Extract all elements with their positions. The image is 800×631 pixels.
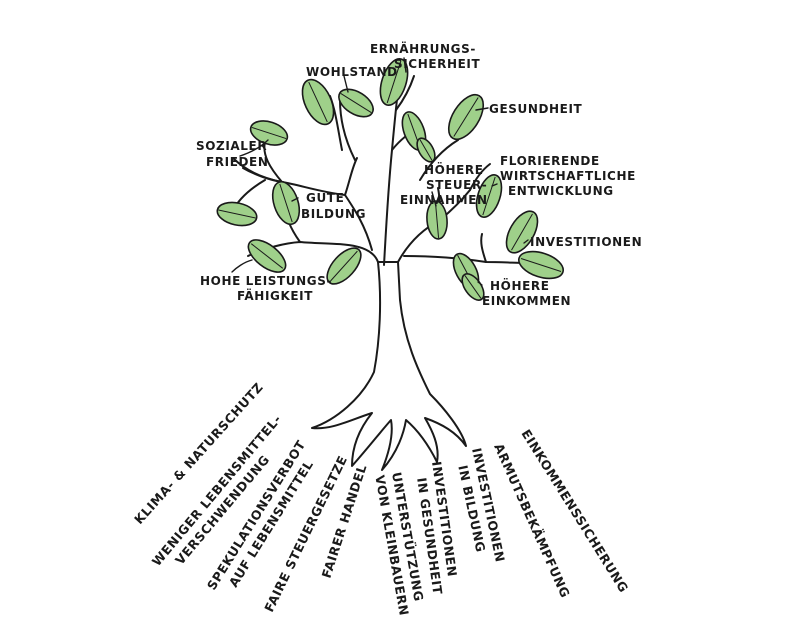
label-gute-bildung-1: GUTE <box>306 191 344 205</box>
leaf <box>505 210 539 254</box>
label-leistungsfaehigkeit-2: FÄHIGKEIT <box>237 288 313 303</box>
leaf <box>216 201 258 227</box>
label-steuereinnahmen-3: EINNAHMEN <box>400 193 488 207</box>
leaf <box>326 247 362 285</box>
branch-labels: ERNÄHRUNGS- SICHERHEIT WOHLSTAND GESUNDH… <box>196 41 642 308</box>
leaf <box>249 120 289 146</box>
label-sozialer-frieden-2: FRIEDEN <box>206 155 269 169</box>
label-hoehere-einkommen-1: HÖHERE <box>490 278 550 293</box>
label-wirtschaft-1: FLORIERENDE <box>500 154 600 168</box>
label-hoehere-einkommen-2: EINKOMMEN <box>482 294 571 308</box>
leaf <box>271 180 301 226</box>
label-ernaehrungssicherheit-1: ERNÄHRUNGS- <box>370 41 476 56</box>
root-label-armut: ARMUTSBEKÄMPFUNG <box>491 441 573 600</box>
leaf <box>416 137 436 163</box>
label-ernaehrungssicherheit-2: SICHERHEIT <box>394 57 480 71</box>
leaf <box>426 200 448 240</box>
leaf <box>301 78 335 126</box>
leaf <box>518 250 564 280</box>
label-steuereinnahmen-2: STEUER- <box>426 178 487 192</box>
leaf <box>338 88 374 118</box>
label-wirtschaft-3: ENTWICKLUNG <box>508 184 614 198</box>
tree-trunk <box>311 261 467 471</box>
leaf <box>447 93 485 141</box>
label-gute-bildung-2: BILDUNG <box>301 207 366 221</box>
label-investitionen: INVESTITIONEN <box>530 235 642 249</box>
label-connectors <box>231 57 529 286</box>
label-wirtschaft-2: WIRTSCHAFTLICHE <box>500 169 636 183</box>
label-leistungsfaehigkeit-1: HOHE LEISTUNGS- <box>200 274 332 288</box>
label-steuereinnahmen-1: HÖHERE <box>424 162 484 177</box>
label-wohlstand: WOHLSTAND <box>306 65 398 79</box>
leaf <box>247 239 287 273</box>
label-gesundheit: GESUNDHEIT <box>489 102 583 116</box>
leaves <box>216 58 564 301</box>
leaf <box>379 58 409 106</box>
label-sozialer-frieden-1: SOZIALER <box>196 139 267 153</box>
